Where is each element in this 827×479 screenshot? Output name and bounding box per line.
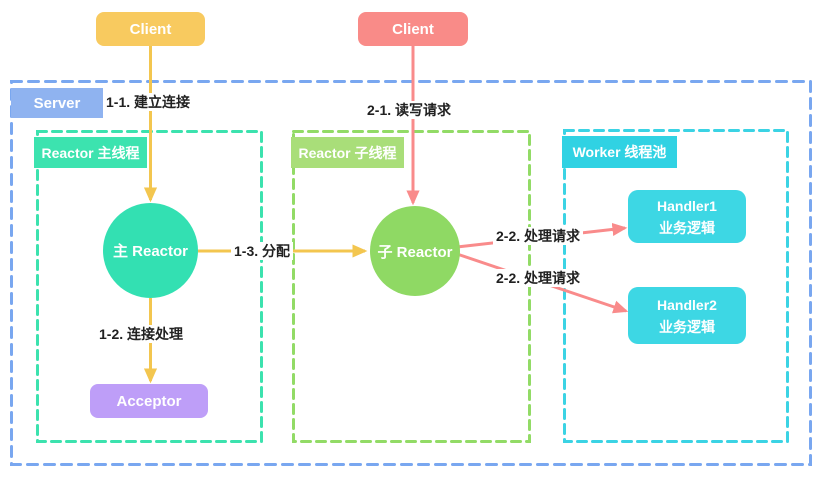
handler2-node: Handler2 业务逻辑 xyxy=(628,287,746,344)
server-group-border xyxy=(10,80,812,466)
handler2-title: Handler2 xyxy=(657,296,717,313)
handler1-node: Handler1 业务逻辑 xyxy=(628,190,746,243)
main-reactor-node: 主 Reactor xyxy=(103,203,198,298)
reactor-sub-group-label: Reactor 子线程 xyxy=(291,137,404,168)
edge-label-handle-request-2: 2-2. 处理请求 xyxy=(493,269,584,287)
worker-pool-group-label: Worker 线程池 xyxy=(562,136,677,168)
server-group-label: Server xyxy=(11,88,103,118)
edge-label-handle-request-1: 2-2. 处理请求 xyxy=(493,227,584,245)
edge-label-read-write-request: 2-1. 读写请求 xyxy=(364,101,455,119)
handler1-title: Handler1 xyxy=(657,197,717,214)
handler1-subtitle: 业务逻辑 xyxy=(659,219,715,236)
reactor-main-group-label: Reactor 主线程 xyxy=(34,137,147,168)
worker-pool-group-border xyxy=(563,129,789,443)
edge-label-connection-handle: 1-2. 连接处理 xyxy=(96,325,187,343)
edge-label-dispatch: 1-3. 分配 xyxy=(231,242,294,260)
client-node-2: Client xyxy=(358,12,468,46)
handler2-subtitle: 业务逻辑 xyxy=(659,318,715,335)
sub-reactor-node: 子 Reactor xyxy=(370,206,460,296)
client-node-1: Client xyxy=(96,12,205,46)
acceptor-node: Acceptor xyxy=(90,384,208,418)
edge-label-establish-connection: 1-1. 建立连接 xyxy=(103,93,194,111)
